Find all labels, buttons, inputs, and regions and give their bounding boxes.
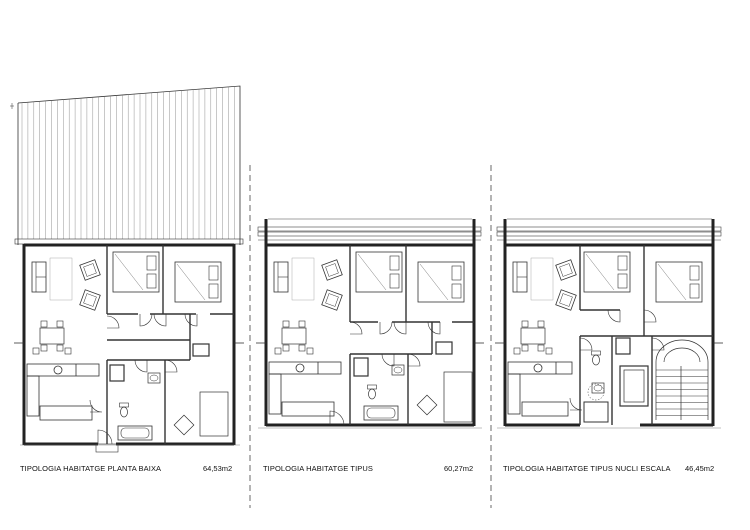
plan-planta-baixa: [10, 85, 244, 453]
pergola: [10, 85, 241, 245]
plan-1-caption: TIPOLOGIA HABITATGE PLANTA BAIXA: [20, 464, 162, 473]
plan-3-caption: TIPOLOGIA HABITATGE TIPUS NUCLI ESCALA: [503, 464, 671, 473]
plan-1-area: 64,53m2: [203, 464, 233, 473]
plan-3-area: 46,45m2: [685, 464, 715, 473]
plan-tipus: [256, 218, 484, 429]
plan-2-caption: TIPOLOGIA HABITATGE TIPUS: [263, 464, 374, 473]
plan-2-area: 60,27m2: [444, 464, 474, 473]
plan-tipus-nucli-escala: [495, 218, 723, 429]
